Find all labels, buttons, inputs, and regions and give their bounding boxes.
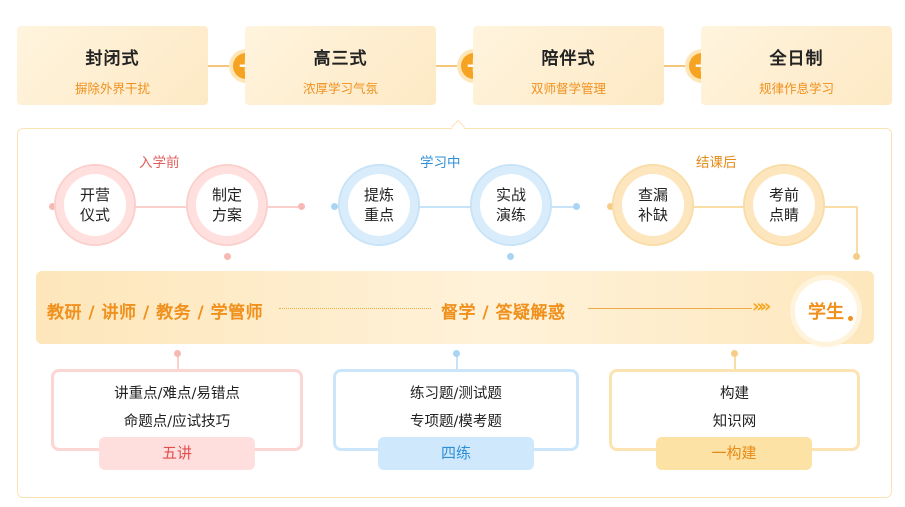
phase-line [610, 206, 858, 208]
feature-card-closed: 封闭式 摒除外界干扰 [17, 26, 208, 105]
step-label: 查漏 [637, 186, 668, 204]
connector-line [177, 353, 179, 369]
feature-subtitle: 双师督学管理 [530, 81, 606, 96]
connector-line [856, 206, 858, 256]
feature-title: 陪伴式 [541, 49, 596, 69]
dotted-line [279, 308, 431, 309]
line-dot [174, 350, 181, 357]
step-label: 点睛 [768, 206, 799, 224]
box-line: 练习题/测试题 [410, 386, 502, 402]
step-label: 开营 [79, 186, 110, 204]
flow-line [588, 308, 752, 309]
connector-line [208, 65, 245, 67]
box-line: 构建 [720, 386, 749, 402]
tag-four-practices: 四练 [378, 437, 534, 470]
step-label: 补缺 [637, 206, 668, 224]
line-dot [607, 203, 614, 210]
line-dot [573, 203, 580, 210]
line-dot [731, 350, 738, 357]
feature-card-full-day: 全日制 规律作息学习 [701, 26, 892, 105]
tag-five-lectures: 五讲 [99, 437, 255, 470]
step-label: 提炼 [363, 186, 394, 204]
step-opening-ceremony: 开营仪式 [54, 164, 136, 246]
phase-label-before: 入学前 [139, 155, 180, 171]
phase-label-after: 结课后 [696, 155, 737, 171]
band-staff-text: 教研 / 讲师 / 教务 / 学管师 [47, 303, 264, 323]
line-dot [453, 350, 460, 357]
box-line: 专项题/模考题 [410, 414, 502, 430]
line-dot [853, 253, 860, 260]
feature-title: 全日制 [769, 49, 824, 69]
line-dot [49, 203, 56, 210]
band-supervision-text: 督学 / 答疑解惑 [441, 303, 566, 323]
step-label: 仪式 [79, 206, 110, 224]
step-fill-gaps: 查漏补缺 [612, 164, 694, 246]
feature-subtitle: 规律作息学习 [758, 81, 834, 96]
connector-line [436, 65, 473, 67]
box-line: 知识网 [712, 414, 757, 430]
feature-subtitle: 浓厚学习气氛 [302, 81, 378, 96]
line-dot [331, 203, 338, 210]
support-band [36, 271, 874, 344]
feature-card-companion: 陪伴式 双师督学管理 [473, 26, 664, 105]
feature-card-senior-three: 高三式 浓厚学习气氛 [245, 26, 436, 105]
line-dot [298, 203, 305, 210]
step-label: 考前 [768, 186, 799, 204]
double-arrow-icon: »» [752, 296, 771, 317]
line-dot [224, 253, 231, 260]
feature-title: 封闭式 [85, 49, 140, 69]
phase-label-during: 学习中 [420, 155, 461, 171]
step-label: 制定 [211, 186, 242, 204]
step-make-plan: 制定方案 [186, 164, 268, 246]
connector-line [456, 353, 458, 369]
step-label: 方案 [211, 206, 242, 224]
phase-line [52, 206, 302, 208]
step-extract-key-points: 提炼重点 [338, 164, 420, 246]
line-dot [848, 316, 853, 321]
feature-subtitle: 摒除外界干扰 [74, 81, 150, 96]
step-label: 实战 [495, 186, 526, 204]
student-badge: 学生 [795, 280, 857, 342]
step-final-tips: 考前点睛 [743, 164, 825, 246]
feature-title: 高三式 [313, 49, 368, 69]
box-line: 命题点/应试技巧 [123, 414, 231, 430]
step-label: 重点 [363, 206, 394, 224]
connector-line [734, 353, 736, 369]
tag-one-build: 一构建 [656, 437, 812, 470]
box-line: 讲重点/难点/易错点 [114, 386, 240, 402]
connector-line [664, 65, 701, 67]
step-label: 演练 [495, 206, 526, 224]
phase-line [334, 206, 578, 208]
line-dot [507, 253, 514, 260]
step-practical-drill: 实战演练 [470, 164, 552, 246]
